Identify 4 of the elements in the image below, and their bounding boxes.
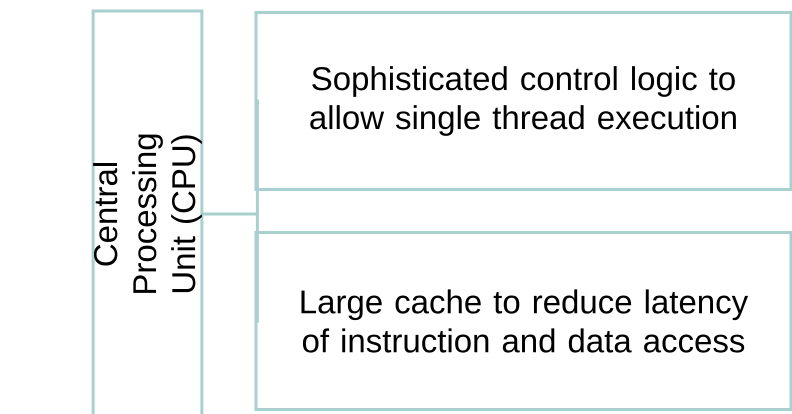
feature-box: Sophisticated control logic to allow single thread execution	[254, 11, 792, 191]
feature-box: Large cache to reduce latency of instruction and data access	[254, 231, 792, 411]
connector-line	[203, 212, 259, 322]
cpu-box: Central Processing Unit (CPU)	[92, 10, 204, 414]
